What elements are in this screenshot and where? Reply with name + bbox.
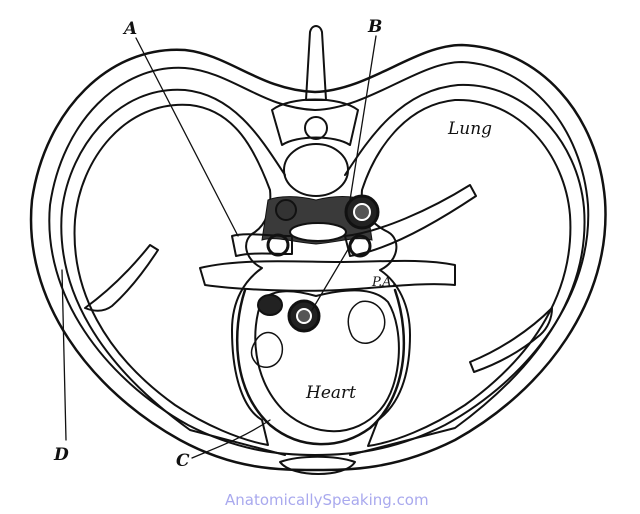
pulmonary-trunk — [347, 300, 386, 344]
pleura-fold-left — [84, 244, 159, 312]
vertebra-spinous-process — [305, 25, 327, 101]
pulmonary-artery — [199, 259, 456, 292]
label-heart: Heart — [305, 383, 356, 403]
label-d: D — [53, 445, 69, 465]
vertebra-body — [283, 143, 349, 197]
superior-vena-cava — [257, 294, 283, 316]
chest-wall-outer — [29, 43, 607, 472]
watermark: AnatomicallySpeaking.com — [225, 491, 429, 509]
ascending-aorta-lumen — [296, 308, 312, 324]
heart — [254, 289, 400, 433]
left-lung — [73, 103, 272, 446]
esophagus — [275, 199, 297, 221]
vertebra-arch — [271, 98, 359, 146]
pleura-right — [344, 83, 586, 456]
label-b: B — [367, 17, 382, 37]
pleura-fold-right — [469, 307, 553, 373]
label-a: A — [122, 19, 137, 39]
sternum — [279, 455, 356, 475]
leader-line-a — [135, 37, 239, 237]
label-pa: P.A. — [371, 275, 396, 290]
chest-wall-inner — [48, 61, 590, 456]
leader-line-b — [311, 35, 377, 311]
trachea — [289, 222, 347, 242]
spinal-cord — [304, 116, 328, 140]
right-lung — [360, 98, 572, 447]
leader-line-c — [191, 419, 271, 459]
leader-line-d — [61, 269, 67, 441]
right-atrium — [250, 331, 284, 368]
right-bronchus — [344, 184, 477, 257]
label-c: C — [176, 451, 190, 471]
left-bronchus-lumen — [266, 233, 290, 257]
descending-aorta-lumen — [353, 203, 371, 221]
pleura-left — [60, 88, 286, 456]
pericardium — [235, 288, 406, 446]
label-lung: Lung — [447, 119, 492, 139]
